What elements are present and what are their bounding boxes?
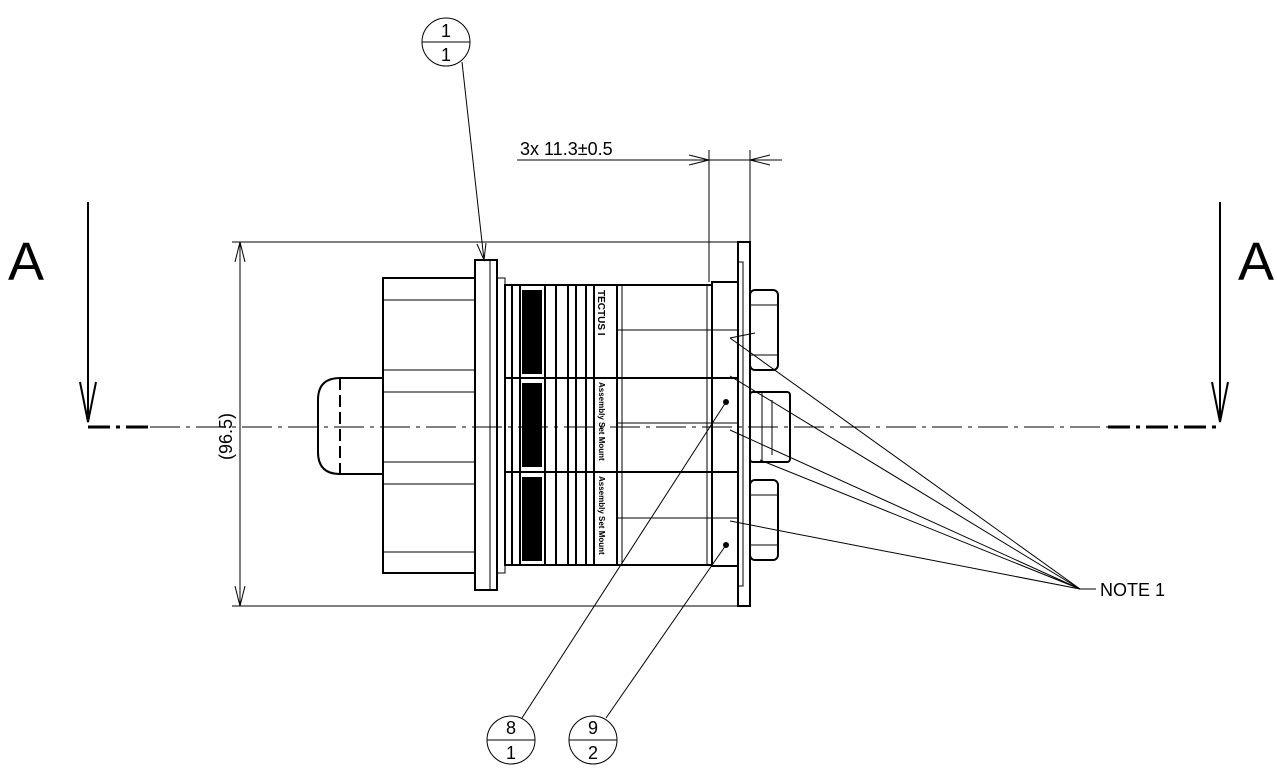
note-label: NOTE 1 bbox=[1100, 580, 1165, 600]
balloon-item-1: 1 1 bbox=[421, 17, 487, 262]
note-leaders bbox=[729, 332, 1096, 590]
lock-nuts bbox=[711, 281, 739, 567]
front-flange bbox=[474, 259, 506, 591]
height-dimension: (96.5) bbox=[216, 241, 745, 607]
connector-text-brand-3: TECTUS bbox=[527, 478, 539, 522]
height-dimension-text: (96.5) bbox=[216, 413, 236, 460]
connector-text-made: Made in Germany bbox=[530, 388, 540, 463]
balloon-8-qty: 1 bbox=[506, 743, 516, 763]
panel bbox=[737, 241, 751, 607]
balloon-1-item: 1 bbox=[441, 21, 451, 41]
connector-text-assembly-3: Assembly Set Mount bbox=[597, 476, 606, 555]
connector-text-brand: TECTUS bbox=[527, 290, 539, 334]
section-marker-left: A bbox=[8, 202, 150, 429]
spacing-dimension-text: 3x 11.3±0.5 bbox=[520, 139, 613, 159]
connector-text-assembly: Assembly Set Mount bbox=[597, 382, 606, 461]
hex-nuts bbox=[616, 284, 713, 566]
section-label-right: A bbox=[1238, 232, 1274, 292]
balloon-1-qty: 1 bbox=[441, 45, 451, 65]
balloon-9-item: 9 bbox=[588, 718, 598, 738]
section-label-left: A bbox=[8, 232, 44, 292]
section-marker-right: A bbox=[1108, 202, 1274, 429]
rear-housing bbox=[317, 277, 476, 574]
spacing-dimension: 3x 11.3±0.5 bbox=[517, 139, 782, 282]
connector-text-brand2: TECTUS I bbox=[595, 290, 606, 336]
balloon-item-9: 9 2 bbox=[568, 544, 727, 765]
connector-stack: TECTUS TECTUS Made in Germany TECTUS I A… bbox=[504, 284, 618, 566]
front-caps bbox=[749, 289, 791, 561]
balloon-item-8: 8 1 bbox=[486, 401, 727, 765]
balloon-8-item: 8 bbox=[506, 718, 516, 738]
balloon-9-qty: 2 bbox=[588, 743, 598, 763]
